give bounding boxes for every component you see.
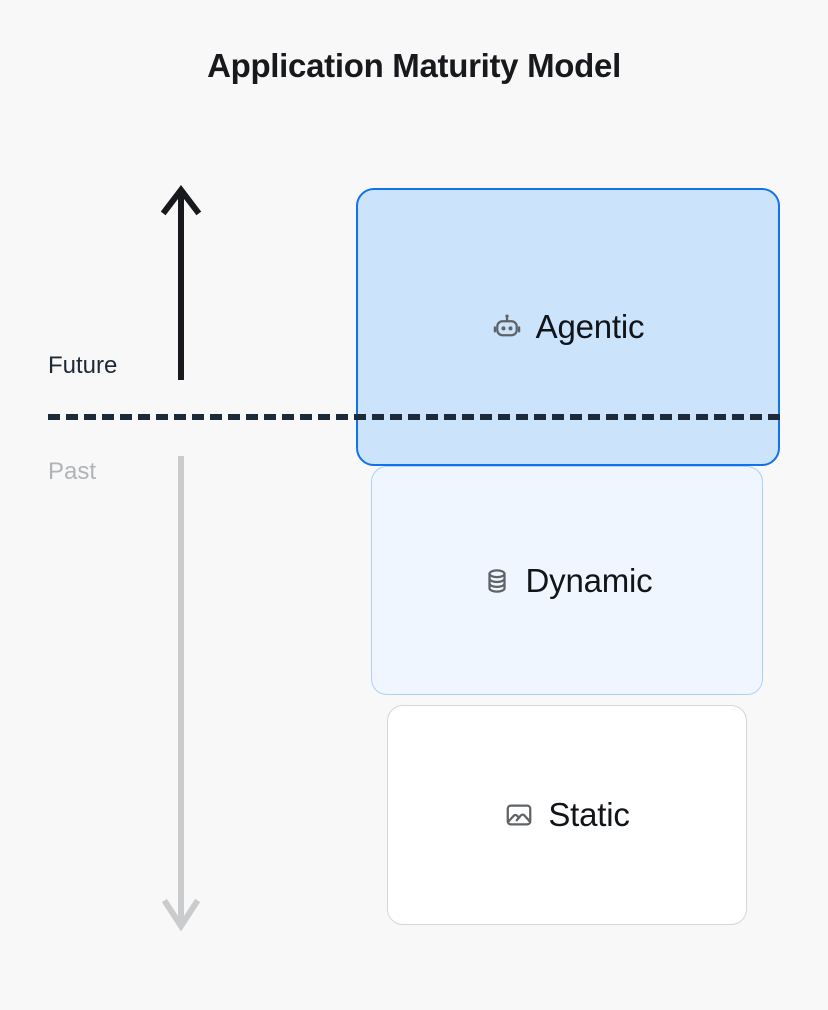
future-past-divider (48, 414, 780, 420)
arrow-up-icon (157, 184, 205, 384)
axis-label-future: Future (48, 352, 118, 379)
axis-label-past: Past (48, 458, 97, 485)
page-title: Application Maturity Model (207, 47, 621, 84)
arrow-down-icon (157, 452, 205, 932)
layer-dynamic-label: Dynamic (525, 561, 653, 599)
layer-dynamic[interactable]: Dynamic (371, 466, 763, 695)
robot-icon (492, 312, 522, 342)
layer-agentic-label: Agentic (535, 308, 645, 345)
database-icon (482, 566, 512, 596)
image-icon (504, 800, 534, 830)
layer-static[interactable]: Static (387, 705, 747, 925)
layer-static-label: Static (548, 796, 630, 833)
layer-agentic[interactable]: Agentic (356, 188, 780, 466)
